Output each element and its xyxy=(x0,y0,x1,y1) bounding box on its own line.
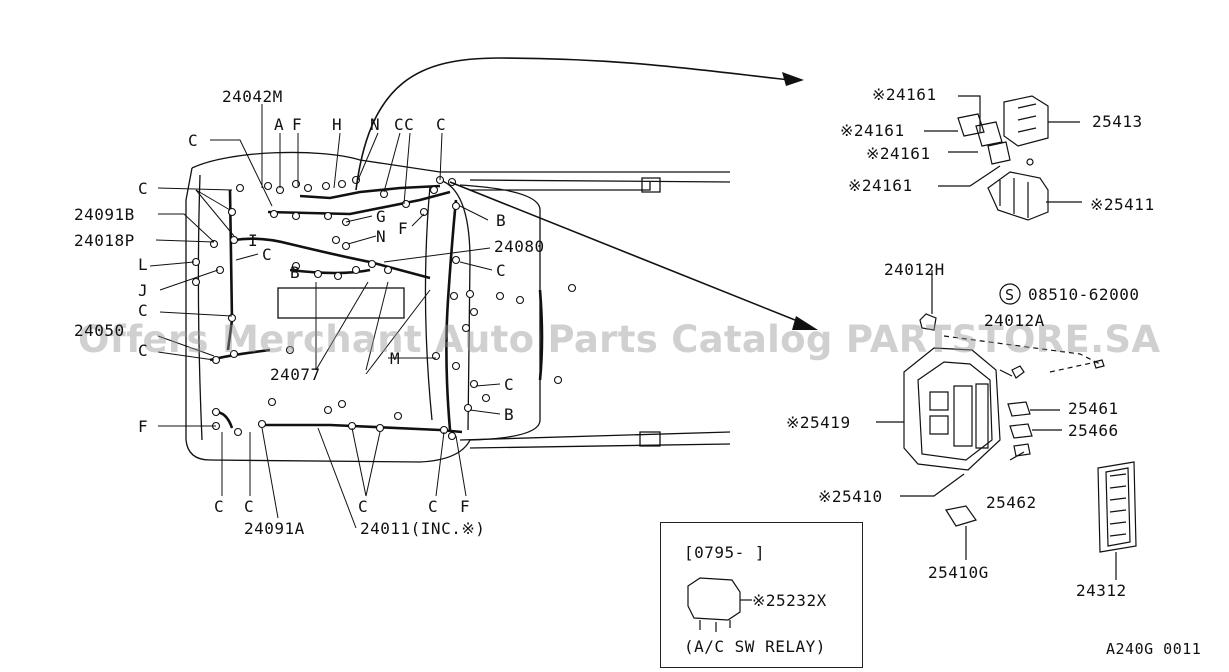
label-b: B xyxy=(504,405,515,424)
label-n: N xyxy=(370,115,381,134)
label-cc: CC xyxy=(394,115,415,134)
part-25413: 25413 xyxy=(1092,112,1143,131)
part-24012h: 24012H xyxy=(884,260,945,279)
part-24091b: 24091B xyxy=(74,205,135,224)
detail-arrows xyxy=(355,57,811,327)
diagram-code: A240G 0011 xyxy=(1106,640,1202,658)
label-c: C xyxy=(262,245,273,264)
relay-date-range: [0795- ] xyxy=(684,543,766,562)
s-symbol: S xyxy=(1005,286,1015,304)
part-25466: 25466 xyxy=(1068,421,1119,440)
label-f: F xyxy=(138,417,149,436)
part-25410g: 25410G xyxy=(928,563,989,582)
label-c: C xyxy=(504,375,515,394)
part-25461: 25461 xyxy=(1068,399,1119,418)
dashboard-outline xyxy=(185,151,731,463)
label-c: C xyxy=(138,179,149,198)
part-24012a: 24012A xyxy=(984,311,1045,330)
part-25462: 25462 xyxy=(986,493,1037,512)
label-b: B xyxy=(290,263,301,282)
connectors xyxy=(191,175,577,441)
part-24161: ※24161 xyxy=(872,85,937,104)
label-a: A xyxy=(274,115,285,134)
part-25232x: ※25232X xyxy=(752,591,827,610)
part-24042m: 24042M xyxy=(222,87,283,106)
part-24018p: 24018P xyxy=(74,231,135,250)
part-08510-62000: 08510-62000 xyxy=(1028,285,1140,304)
part-24080: 24080 xyxy=(494,237,545,256)
part-25410: ※25410 xyxy=(818,487,883,506)
part-24161: ※24161 xyxy=(848,176,913,195)
label-b: B xyxy=(496,211,507,230)
label-h: H xyxy=(332,115,343,134)
part-24050: 24050 xyxy=(74,321,125,340)
part-24161: ※24161 xyxy=(840,121,905,140)
ac-sw-relay-inset xyxy=(660,522,863,668)
label-i: I xyxy=(248,231,259,250)
relay-caption: (A/C SW RELAY) xyxy=(684,637,826,656)
part-24312: 24312 xyxy=(1076,581,1127,600)
label-c: C xyxy=(214,497,225,516)
sw-relay-drawing xyxy=(687,577,752,632)
part-24091a: 24091A xyxy=(244,519,305,538)
label-g: G xyxy=(376,207,387,226)
relay-detail xyxy=(924,95,1082,221)
label-j: J xyxy=(138,281,149,300)
label-c: C xyxy=(496,261,507,280)
leader-lines xyxy=(149,104,501,529)
part-25411: ※25411 xyxy=(1090,195,1155,214)
label-f: F xyxy=(460,497,471,516)
part-24077: 24077 xyxy=(270,365,321,384)
part-24161: ※24161 xyxy=(866,144,931,163)
part-24011: 24011(INC.※) xyxy=(360,519,486,538)
label-f: F xyxy=(398,219,409,238)
label-c: C xyxy=(436,115,447,134)
label-n: N xyxy=(376,227,387,246)
label-l: L xyxy=(138,255,149,274)
label-c: C xyxy=(188,131,199,150)
arrow-heads xyxy=(782,72,818,330)
label-f: F xyxy=(292,115,303,134)
label-c: C xyxy=(138,341,149,360)
watermark: Offers Merchant Auto Parts Catalog PARTS… xyxy=(78,318,1161,361)
label-c: C xyxy=(428,497,439,516)
fuse-block-detail xyxy=(876,270,1137,580)
part-25419: ※25419 xyxy=(786,413,851,432)
label-m: M xyxy=(390,349,401,368)
label-c: C xyxy=(358,497,369,516)
label-c: C xyxy=(244,497,255,516)
label-c: C xyxy=(138,301,149,320)
